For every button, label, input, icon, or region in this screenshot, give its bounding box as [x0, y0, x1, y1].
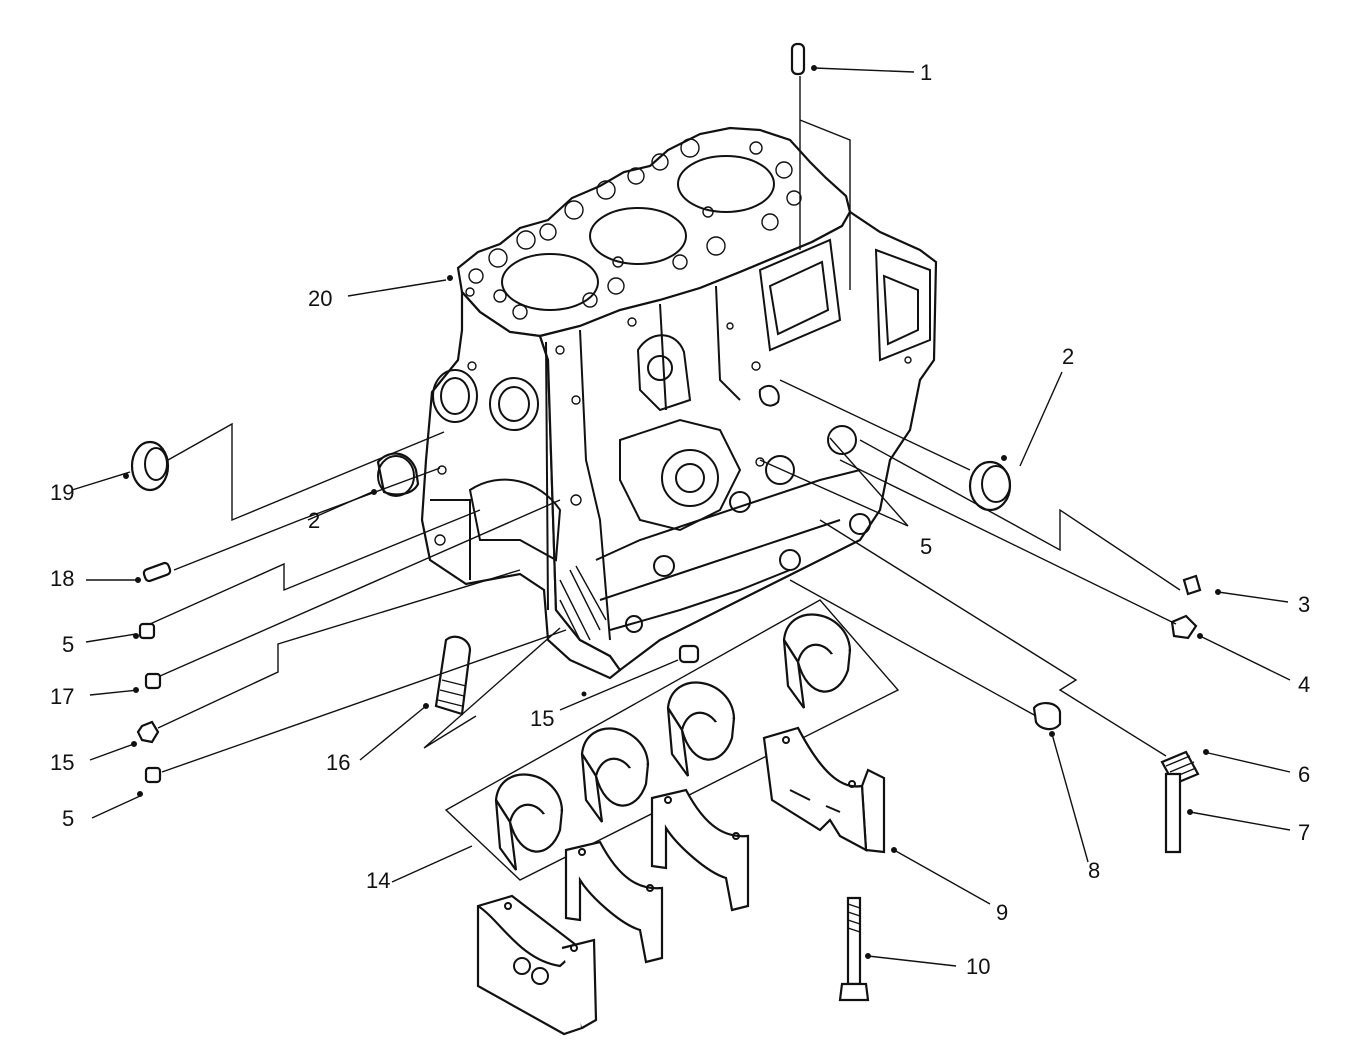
callout-8: 8 [1088, 858, 1101, 883]
callout-5-left-a: 5 [62, 632, 75, 657]
callout-4: 4 [1298, 672, 1311, 697]
callout-14: 14 [366, 868, 391, 893]
main-bearing-caps [478, 728, 884, 1034]
callout-5-left-b: 5 [62, 806, 75, 831]
callout-2-left: 2 [308, 508, 321, 533]
callout-7: 7 [1298, 820, 1311, 845]
callout-17: 17 [50, 684, 75, 709]
callout-1: 1 [920, 60, 933, 85]
callout-16: 16 [326, 750, 351, 775]
plug-17 [146, 674, 160, 688]
callout-2-right: 2 [1062, 344, 1075, 369]
dowel-pin [792, 44, 804, 74]
callout-18: 18 [50, 566, 75, 591]
knock-pin [436, 637, 470, 714]
bush-left [378, 454, 418, 496]
plug-5-left-a [140, 624, 154, 638]
plug-3 [1184, 576, 1200, 594]
callout-15-center: 15 [530, 706, 555, 731]
callout-3: 3 [1298, 592, 1311, 617]
callout-10: 10 [966, 954, 991, 979]
callout-6: 6 [1298, 762, 1311, 787]
callout-19: 19 [50, 480, 75, 505]
callout-20: 20 [308, 286, 333, 311]
nut-4 [1172, 616, 1196, 638]
callout-15-left: 15 [50, 750, 75, 775]
cylinder-block [422, 128, 936, 678]
spring-7 [1166, 774, 1180, 852]
oil-seal [132, 442, 168, 490]
leader-dots [124, 66, 1221, 959]
bearing-shells-group [446, 600, 898, 880]
main-bearing-bolt [840, 898, 868, 1000]
plug-8 [1034, 703, 1060, 729]
plug-5-left-b [146, 768, 160, 782]
cap-15-center [680, 646, 698, 662]
leader-lines [72, 68, 1290, 966]
callout-9: 9 [996, 900, 1009, 925]
callout-5-center: 5 [920, 534, 933, 559]
pin [143, 562, 172, 582]
nut-15-left [138, 722, 158, 742]
bush-right [970, 462, 1010, 510]
